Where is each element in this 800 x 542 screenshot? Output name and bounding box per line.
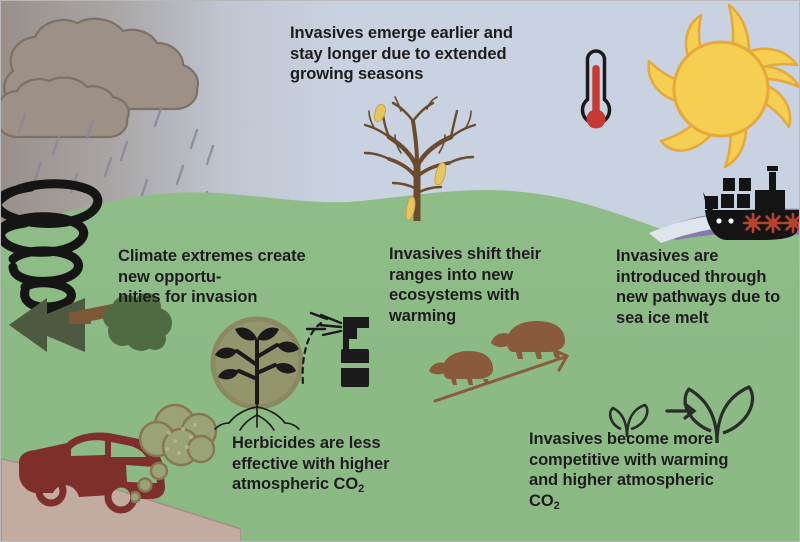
caption-competitive-text: Invasives become more competitive with w… [529,430,729,510]
co2-subscript: 2 [553,499,560,512]
tree-canopy-icon [101,289,173,366]
caption-herbicides-text: Herbicides are less effective with highe… [232,434,390,493]
plant-in-circle-icon [199,311,319,436]
caption-range-shift: Invasives shift their ranges into new ec… [389,245,541,325]
exhaust-cloud-icon [128,399,221,512]
bare-tree-icon [353,93,483,226]
spray-bottle-icon [297,311,377,408]
thermometer-icon [576,45,616,146]
storm-cloud-icon [1,9,205,174]
co2-subscript: 2 [358,483,365,495]
sun-icon [621,1,799,194]
sprout-growth-group [597,379,757,450]
cargo-ship-icon [701,166,799,251]
range-shift-group [429,319,599,410]
left-double-arrow-icon [7,294,87,361]
caption-climate-extremes: Climate extremes create new opportu- nit… [118,247,306,306]
caption-growing-seasons: Invasives emerge earlier and stay longer… [290,24,513,83]
caption-herbicides: Herbicides are less effective with highe… [232,433,447,497]
caption-new-pathways: Invasives are introduced through new pat… [616,247,781,327]
car-icon [13,425,173,522]
caption-competitive: Invasives become more competitive with w… [529,429,729,513]
